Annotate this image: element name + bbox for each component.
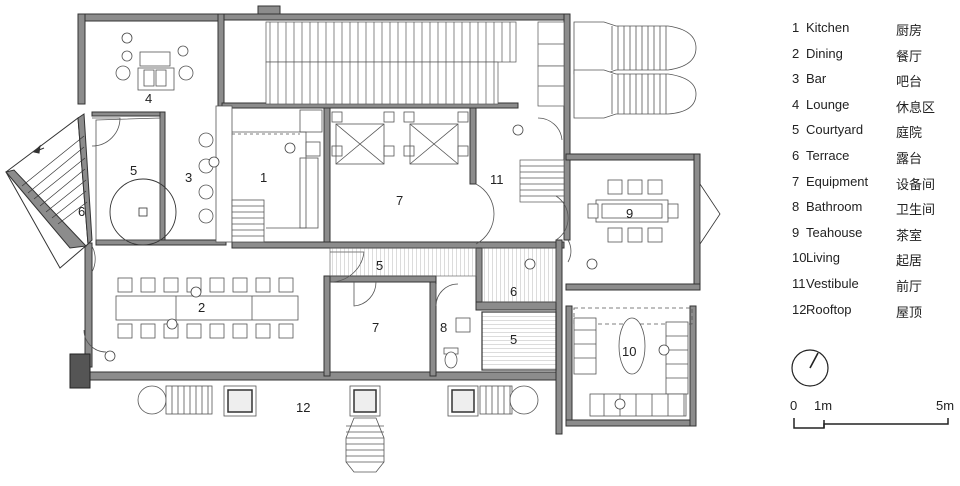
- room-labels: 1 2 3 4 5 5 5 6 6 7 7 8 9 10 11 12: [78, 91, 636, 415]
- label-lounge: 4: [145, 91, 152, 106]
- legend-name-en: Lounge: [806, 96, 850, 112]
- legend-number: 9: [792, 224, 800, 240]
- label-courtyard-c: 5: [510, 332, 517, 347]
- legend-name-zh: 起居: [896, 254, 923, 270]
- legend-name-zh: 厨房: [896, 24, 923, 39]
- label-bar: 3: [185, 170, 192, 185]
- label-dining: 2: [198, 300, 205, 315]
- dining-tables: [115, 277, 299, 339]
- scale-bar: 0 1m 5m: [790, 398, 960, 438]
- legend-number: 4: [792, 96, 800, 112]
- legend-number: 3: [792, 71, 800, 87]
- legend-name-en: Teahouse: [806, 224, 863, 240]
- legend-name-en: Bar: [806, 71, 827, 87]
- legend-number: 6: [792, 148, 800, 163]
- label-equipment-b: 7: [372, 320, 379, 335]
- terrace-stair: [5, 113, 93, 269]
- legend-name-zh: 露台: [896, 152, 923, 167]
- main-stair: [265, 21, 517, 105]
- legend-name-en: Rooftop: [806, 301, 852, 317]
- legend-name-zh: 休息区: [896, 100, 936, 116]
- label-equipment-a: 7: [396, 193, 403, 208]
- north-arrow-icon: [791, 349, 829, 387]
- kitchen-counters: [232, 109, 323, 229]
- label-rooftop: 12: [296, 400, 310, 415]
- legend-name-en: Equipment: [806, 173, 869, 189]
- legend-name-en: Kitchen: [806, 20, 850, 35]
- legend-number: 12: [792, 301, 807, 317]
- entry-steps: [519, 21, 565, 203]
- people-figures: [104, 32, 670, 410]
- legend-name-zh: 茶室: [896, 228, 923, 244]
- legend-number: 7: [792, 173, 800, 189]
- legend-number: 5: [792, 122, 800, 138]
- legend-number: 1: [792, 20, 800, 35]
- scale-zero: 0: [790, 398, 798, 413]
- living-furniture: [573, 307, 693, 417]
- doors: [83, 117, 572, 353]
- legend-name-zh: 屋顶: [896, 305, 923, 321]
- legend-number: 11: [792, 276, 806, 291]
- walls: [69, 5, 701, 435]
- legend-number: 2: [792, 45, 800, 61]
- label-courtyard-a: 5: [130, 163, 137, 178]
- legend-name-en: Vestibule: [806, 276, 859, 291]
- terrace-floor: [481, 247, 557, 303]
- legend-name-en: Living: [806, 250, 840, 266]
- label-terrace-b: 6: [510, 284, 517, 299]
- label-kitchen: 1: [260, 170, 267, 185]
- bar-counter: [198, 105, 265, 243]
- equipment-tanks: [331, 111, 469, 165]
- legend-name-en: Dining: [806, 45, 843, 61]
- legend-name-zh: 吧台: [896, 75, 923, 91]
- rooftop-units-top: [573, 21, 697, 119]
- label-teahouse: 9: [626, 206, 633, 221]
- label-courtyard-b: 5: [376, 258, 383, 273]
- scale-one: 1m: [814, 398, 833, 413]
- lounge-furniture: [115, 45, 194, 91]
- legend-number: 10: [792, 250, 807, 266]
- label-terrace-a: 6: [78, 204, 85, 219]
- label-vestibule: 11: [490, 172, 504, 187]
- label-bathroom: 8: [440, 320, 447, 335]
- rooftop-units-bottom: [137, 385, 539, 473]
- legend-name-zh: 卫生间: [896, 203, 936, 219]
- corner-column: [69, 353, 91, 389]
- legend-name-zh: 餐厅: [896, 49, 923, 65]
- teahouse-furniture: [587, 179, 721, 246]
- legend-name-zh: 庭院: [896, 126, 923, 142]
- legend-name-en: Bathroom: [806, 199, 863, 215]
- scale-five: 5m: [936, 398, 955, 413]
- legend-name-zh: 前厅: [896, 280, 923, 295]
- scale-ruler: [793, 418, 949, 429]
- inner-courtyard-floor: [481, 311, 557, 371]
- label-living: 10: [622, 344, 636, 359]
- legend-name-en: Courtyard: [806, 122, 864, 138]
- corridor-floor: [329, 247, 477, 277]
- bathroom-fixtures: [443, 317, 471, 369]
- legend-name-zh: 设备间: [896, 177, 936, 193]
- legend-name-en: Terrace: [806, 148, 850, 163]
- courtyard-tree: [95, 117, 177, 246]
- legend-number: 8: [792, 199, 800, 215]
